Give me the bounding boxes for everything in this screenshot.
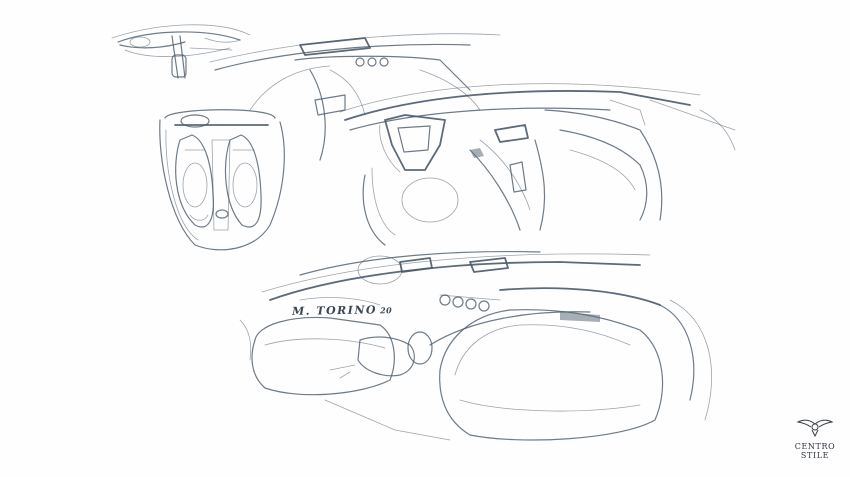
winged-emblem-icon <box>796 419 834 438</box>
signature-year: 20 <box>379 305 393 316</box>
upper-dashboard-sketch <box>209 33 501 161</box>
interior-top-view-sketch <box>111 24 251 79</box>
signature-name: M. TORINO <box>291 303 378 318</box>
brand-name: CENTRO STILE <box>794 442 836 460</box>
cockpit-perspective-sketch <box>239 250 712 441</box>
interior-seats-plan-sketch <box>159 109 285 251</box>
dashboard-steering-sketch <box>339 83 736 246</box>
